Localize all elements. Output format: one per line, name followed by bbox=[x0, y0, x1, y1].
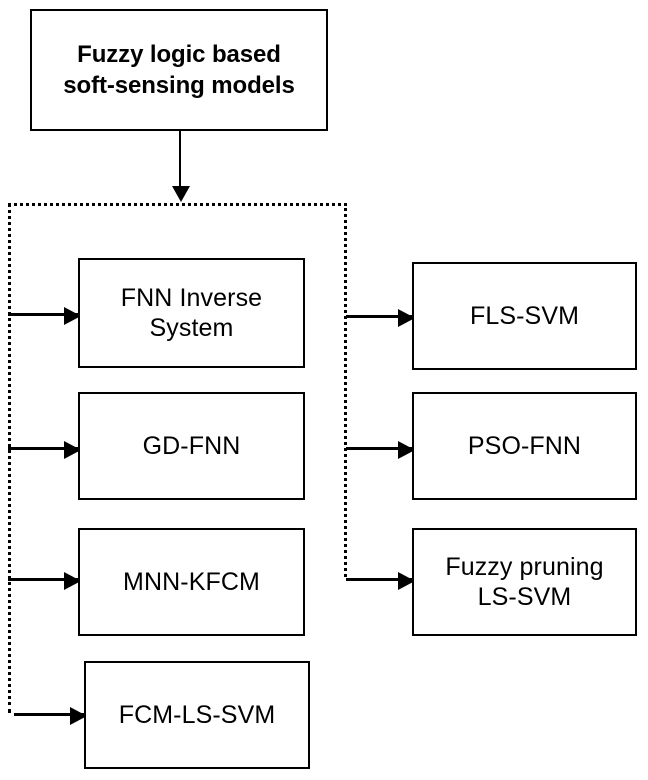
arrowhead-right-icon bbox=[70, 707, 87, 725]
connector-to-fnn-inverse-system bbox=[8, 307, 81, 325]
group-frame-top-edge bbox=[8, 203, 347, 206]
arrowhead-right-icon bbox=[64, 441, 81, 459]
node-fls-svm: FLS-SVM bbox=[412, 262, 637, 370]
arrowhead-right-icon bbox=[398, 572, 415, 590]
arrowhead-right-icon bbox=[64, 572, 81, 590]
connector-to-mnn-kfcm bbox=[8, 572, 81, 590]
arrowhead-right-icon bbox=[64, 307, 81, 325]
group-frame-right-edge bbox=[344, 203, 347, 577]
connector-to-fuzzy-pruning-ls-svm bbox=[346, 572, 415, 590]
connector-to-pso-fnn bbox=[346, 441, 415, 459]
node-fuzzy-pruning-ls-svm: Fuzzy pruning LS-SVM bbox=[412, 528, 637, 636]
node-root-fuzzy-logic-soft-sensing-models: Fuzzy logic based soft-sensing models bbox=[30, 9, 328, 131]
group-frame-left-edge bbox=[8, 203, 11, 713]
arrowhead-right-icon bbox=[398, 309, 415, 327]
node-fnn-inverse-system: FNN Inverse System bbox=[78, 258, 305, 368]
connector-to-gd-fnn bbox=[8, 441, 81, 459]
node-gd-fnn: GD-FNN bbox=[78, 392, 305, 500]
node-pso-fnn: PSO-FNN bbox=[412, 392, 637, 500]
connector-root-to-group bbox=[172, 131, 190, 202]
node-fcm-ls-svm: FCM-LS-SVM bbox=[84, 661, 310, 769]
arrowhead-right-icon bbox=[398, 441, 415, 459]
node-mnn-kfcm: MNN-KFCM bbox=[78, 528, 305, 636]
connector-to-fls-svm bbox=[346, 309, 415, 327]
connector-to-fcm-ls-svm bbox=[14, 707, 87, 725]
arrowhead-down-icon bbox=[172, 186, 190, 202]
